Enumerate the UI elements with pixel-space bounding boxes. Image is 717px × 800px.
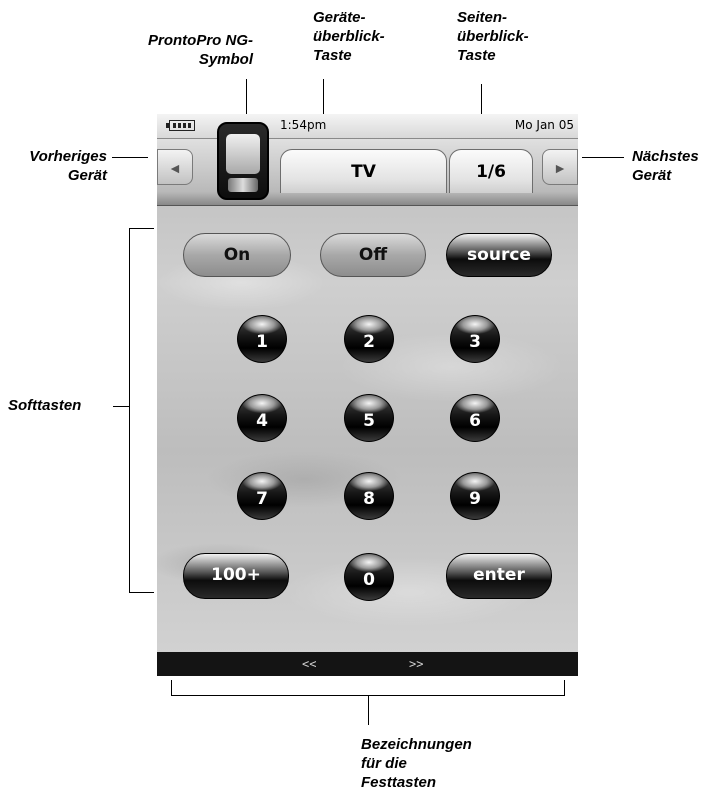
device-overview-tab[interactable]: TV <box>280 149 447 193</box>
callout-next-device: Nächstes Gerät <box>632 148 699 184</box>
hardkey-label-left: << <box>302 657 317 671</box>
hardkey-label-right: >> <box>409 657 424 671</box>
digit-5-button[interactable]: 5 <box>344 394 394 442</box>
off-button[interactable]: Off <box>320 233 426 277</box>
callout-page-overview: Seiten- überblick- Taste <box>457 9 529 64</box>
bracket-softkeys-tick <box>113 406 129 407</box>
bracket-softkeys-bottom <box>129 592 154 593</box>
arrow-left-icon: ◄ <box>168 160 182 176</box>
digit-3-button[interactable]: 3 <box>450 315 500 363</box>
hardkey-label-bar: << >> <box>157 652 578 676</box>
bracket-hardkeys-tick <box>368 695 369 725</box>
device-screen: 1:54pm Mo Jan 05 ◄ TV 1/6 ► On Off sourc… <box>157 114 578 676</box>
bracket-hardkeys-left <box>171 680 172 695</box>
digit-4-button[interactable]: 4 <box>237 394 287 442</box>
previous-device-button[interactable]: ◄ <box>157 149 193 185</box>
next-device-button[interactable]: ► <box>542 149 578 185</box>
callout-previous-device: Vorheriges Gerät <box>29 148 107 184</box>
enter-button[interactable]: enter <box>446 553 552 599</box>
status-date: Mo Jan 05 <box>514 118 574 132</box>
digit-0-button[interactable]: 0 <box>344 553 394 601</box>
digit-2-button[interactable]: 2 <box>344 315 394 363</box>
bracket-softkeys-top <box>129 228 154 229</box>
battery-icon <box>166 120 195 131</box>
source-button[interactable]: source <box>446 233 552 277</box>
leader-line-symbol <box>246 79 247 127</box>
prontopro-symbol-icon[interactable] <box>217 122 269 200</box>
page-overview-tab[interactable]: 1/6 <box>449 149 533 193</box>
leader-line-next <box>582 157 624 158</box>
callout-softkeys: Softtasten <box>8 397 82 414</box>
digit-7-button[interactable]: 7 <box>237 472 287 520</box>
callout-hardkey-labels: Bezeichnungen für die Festtasten <box>361 736 472 791</box>
on-button[interactable]: On <box>183 233 291 277</box>
leader-line-previous <box>112 157 148 158</box>
bracket-hardkeys-right <box>564 680 565 695</box>
hundred-plus-button[interactable]: 100+ <box>183 553 289 599</box>
digit-6-button[interactable]: 6 <box>450 394 500 442</box>
bracket-softkeys-vertical <box>129 228 130 593</box>
digit-9-button[interactable]: 9 <box>450 472 500 520</box>
digit-1-button[interactable]: 1 <box>237 315 287 363</box>
digit-8-button[interactable]: 8 <box>344 472 394 520</box>
device-top-bar: ◄ TV 1/6 ► <box>157 122 578 206</box>
arrow-right-icon: ► <box>553 160 567 176</box>
status-time: 1:54pm <box>280 118 327 132</box>
callout-device-overview: Geräte- überblick- Taste <box>313 9 385 64</box>
callout-pronto-symbol: ProntoPro NG- Symbol <box>148 32 253 68</box>
